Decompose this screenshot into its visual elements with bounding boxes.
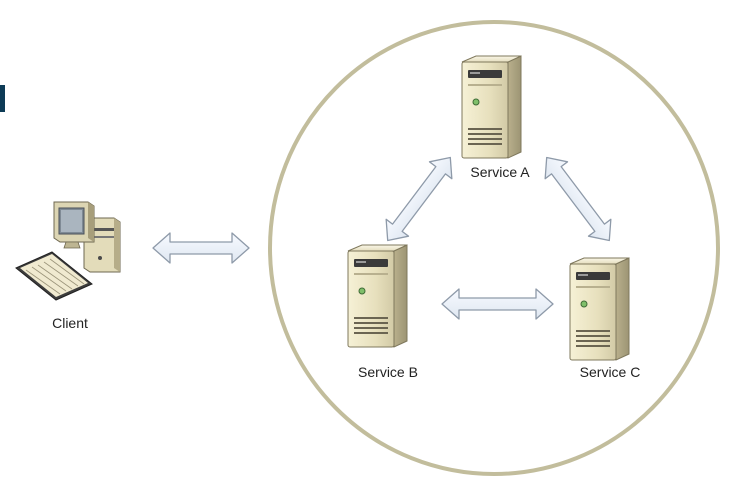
service-a-c-arrow	[544, 156, 612, 242]
client-label: Client	[52, 315, 88, 331]
service-b-c-arrow	[441, 288, 554, 320]
service-b-label: Service B	[358, 364, 418, 380]
service-a-label: Service A	[470, 164, 530, 180]
service-a-server-icon	[461, 55, 522, 159]
client-cluster-arrow	[152, 232, 250, 264]
desktop-computer-icon	[15, 201, 121, 301]
service-b-server-icon	[347, 244, 408, 348]
service-c-label: Service C	[580, 364, 641, 380]
service-a-b-arrow	[385, 156, 453, 242]
accent-bar	[0, 85, 5, 112]
service-c-server-icon	[569, 257, 630, 361]
service-cluster-circle	[268, 20, 720, 476]
